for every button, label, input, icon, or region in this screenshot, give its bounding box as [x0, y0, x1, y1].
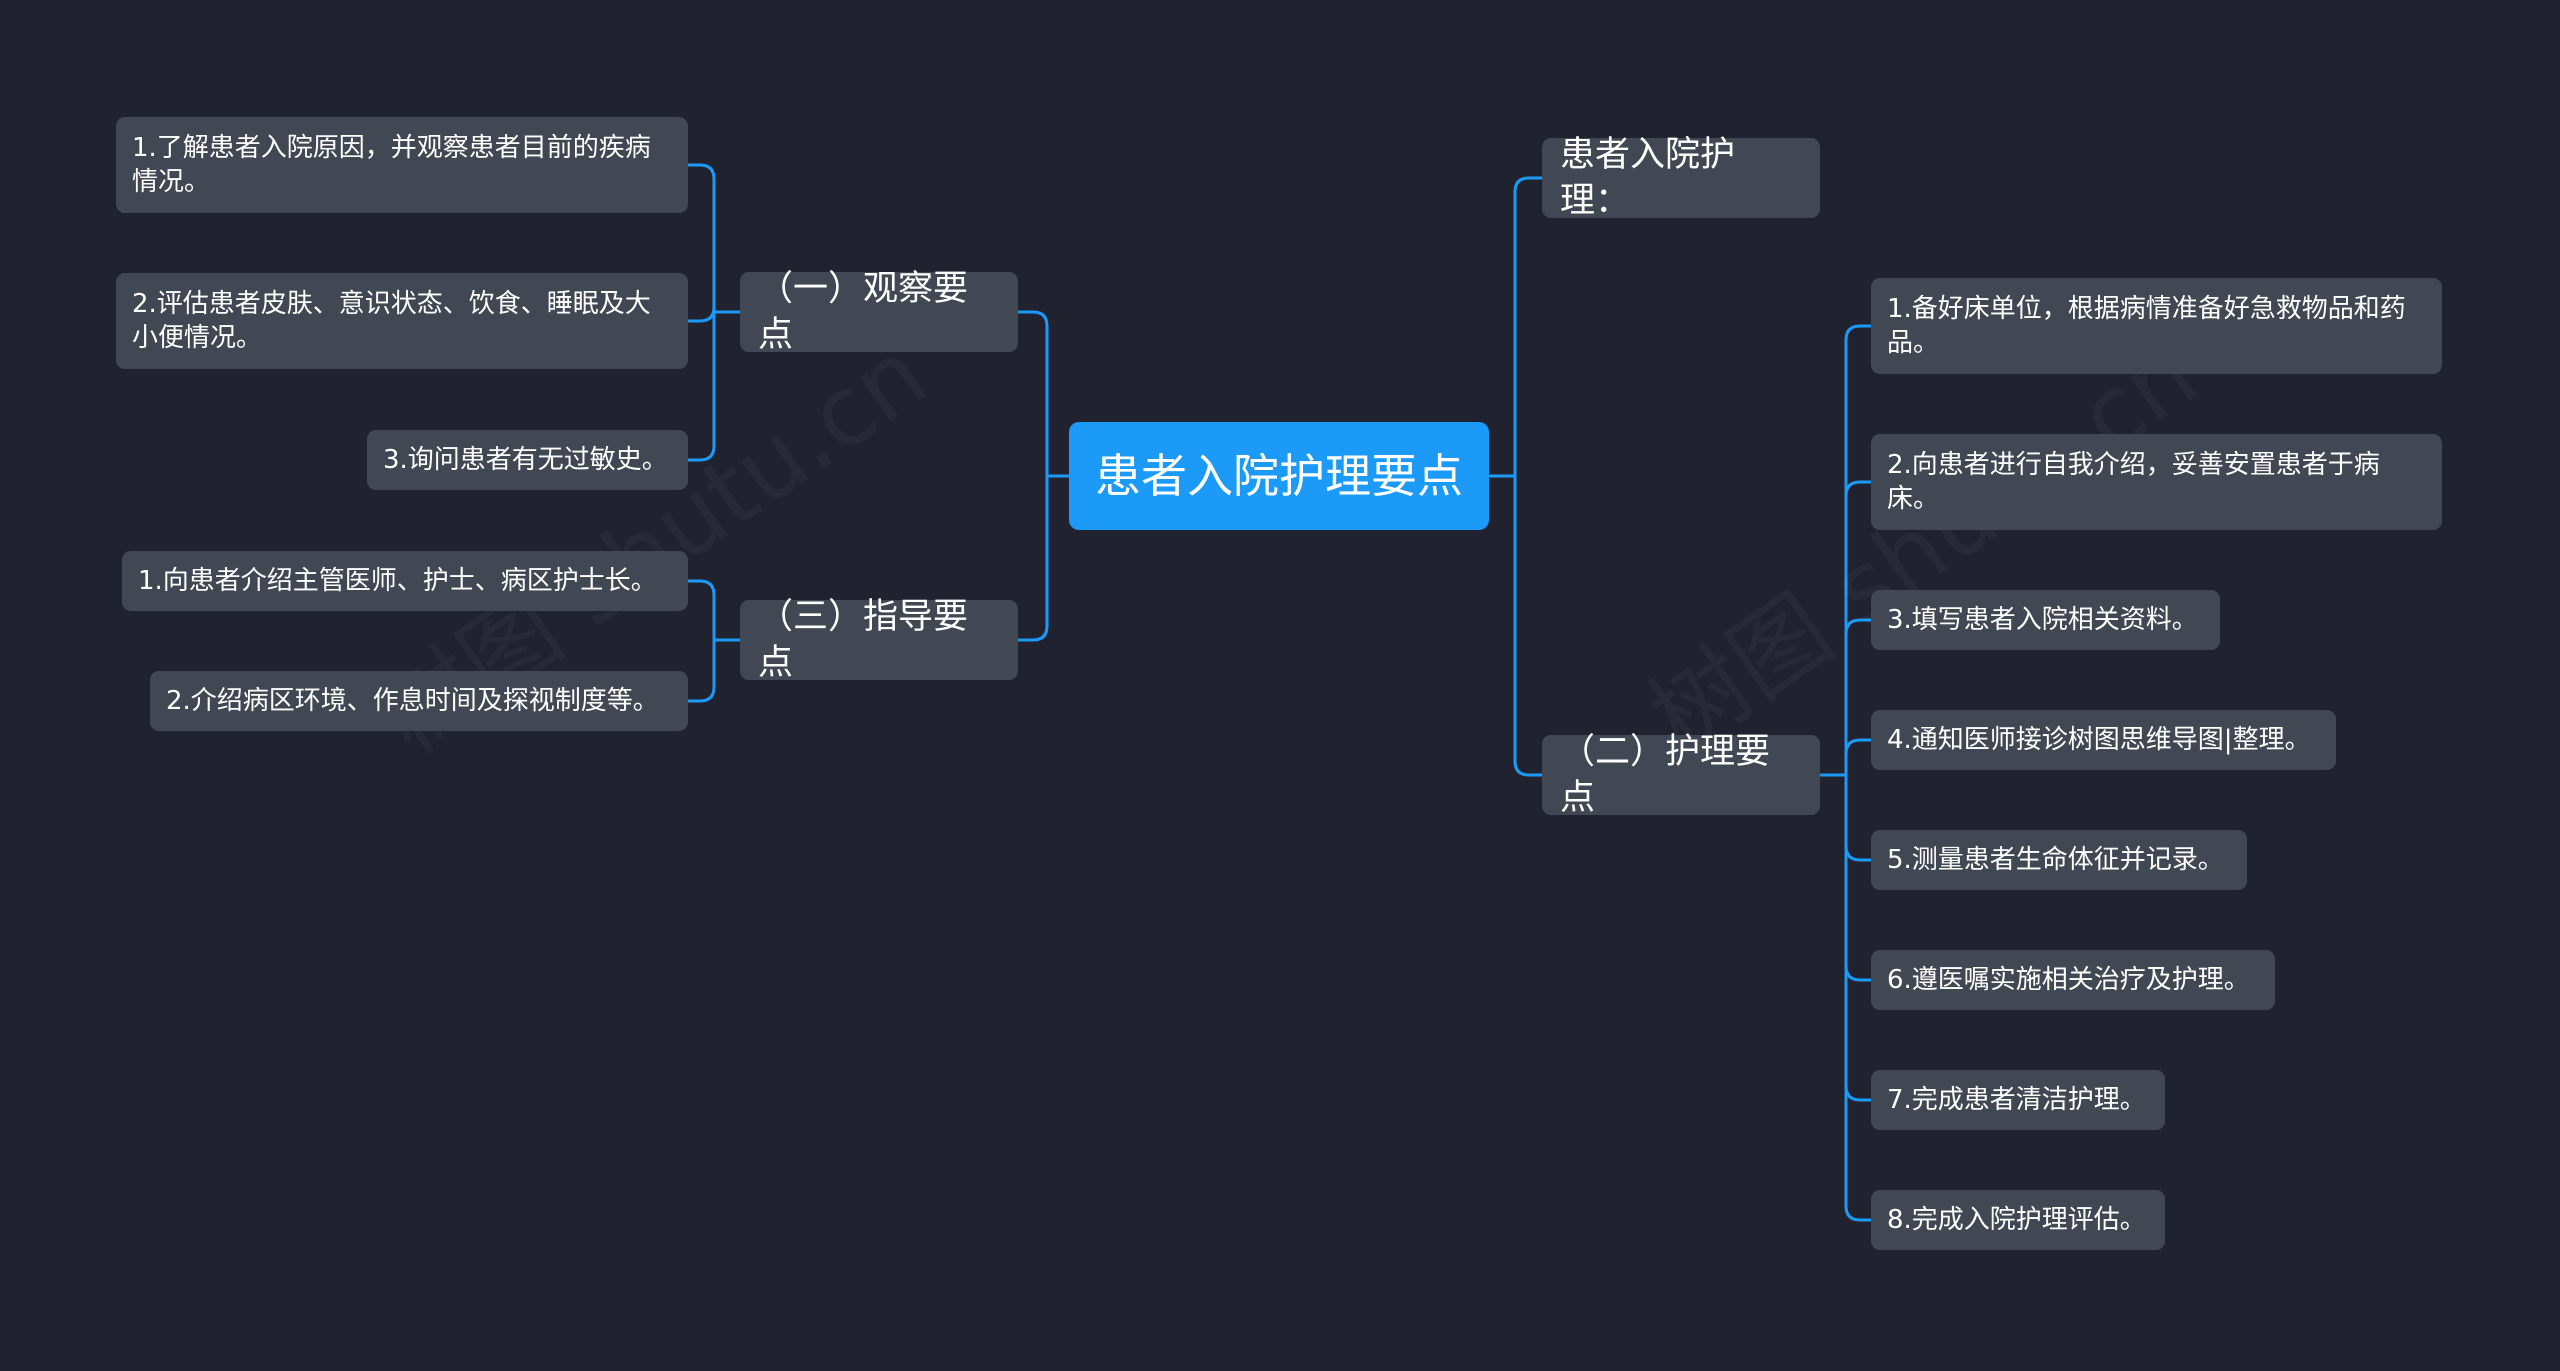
connector-line: [1820, 324, 1871, 777]
connector-line: [1489, 474, 1542, 777]
connector-line: [1018, 474, 1069, 642]
leaf-node[interactable]: 2.向患者进行自我介绍，妥善安置患者于病床。: [1871, 434, 2442, 530]
branch-node-nursing[interactable]: （二）护理要点: [1542, 732, 1820, 818]
root-label: 患者入院护理要点: [1095, 448, 1463, 503]
leaf-node[interactable]: 2.评估患者皮肤、意识状态、饮食、睡眠及大小便情况。: [116, 273, 688, 369]
leaf-node[interactable]: 3.询问患者有无过敏史。: [367, 430, 688, 490]
connector-line: [688, 579, 740, 642]
branch-label: 患者入院护理：: [1560, 134, 1736, 221]
connector-line: [1489, 176, 1542, 478]
leaf-label: 1.了解患者入院原因，并观察患者目前的疾病情况。: [132, 132, 651, 197]
connector-line: [688, 310, 740, 462]
branch-node-admission-nursing[interactable]: 患者入院护理：: [1542, 135, 1820, 221]
leaf-label: 2.评估患者皮肤、意识状态、饮食、睡眠及大小便情况。: [132, 288, 651, 353]
branch-node-observation[interactable]: （一）观察要点: [740, 269, 1018, 355]
leaf-label: 3.填写患者入院相关资料。: [1887, 604, 2198, 635]
leaf-node[interactable]: 2.介绍病区环境、作息时间及探视制度等。: [150, 671, 688, 731]
leaf-node[interactable]: 1.了解患者入院原因，并观察患者目前的疾病情况。: [116, 117, 688, 213]
connector-line: [688, 638, 740, 703]
leaf-node[interactable]: 5.测量患者生命体征并记录。: [1871, 830, 2247, 890]
connector-line: [1820, 480, 1871, 777]
branch-label: （三）指导要点: [758, 596, 969, 683]
leaf-label: 5.测量患者生命体征并记录。: [1887, 844, 2224, 875]
leaf-node[interactable]: 8.完成入院护理评估。: [1871, 1190, 2165, 1250]
connector-line: [688, 163, 740, 314]
leaf-node[interactable]: 1.备好床单位，根据病情准备好急救物品和药品。: [1871, 278, 2442, 374]
connector-line: [1018, 310, 1069, 478]
leaf-node[interactable]: 6.遵医嘱实施相关治疗及护理。: [1871, 950, 2275, 1010]
branch-label: （一）观察要点: [758, 268, 969, 355]
leaf-label: 6.遵医嘱实施相关治疗及护理。: [1887, 964, 2250, 995]
leaf-label: 2.介绍病区环境、作息时间及探视制度等。: [166, 685, 659, 716]
leaf-label: 1.向患者介绍主管医师、护士、病区护士长。: [138, 565, 657, 596]
leaf-label: 8.完成入院护理评估。: [1887, 1204, 2146, 1235]
branch-label: （二）护理要点: [1560, 731, 1771, 818]
root-node[interactable]: 患者入院护理要点: [1069, 422, 1489, 530]
leaf-label: 2.向患者进行自我介绍，妥善安置患者于病床。: [1887, 449, 2380, 514]
leaf-label: 4.通知医师接诊树图思维导图|整理。: [1887, 724, 2311, 755]
branch-node-guidance[interactable]: （三）指导要点: [740, 597, 1018, 683]
leaf-label: 1.备好床单位，根据病情准备好急救物品和药品。: [1887, 293, 2406, 358]
connector-line: [1820, 738, 1871, 777]
leaf-label: 7.完成患者清洁护理。: [1887, 1084, 2146, 1115]
connector-line: [688, 306, 740, 323]
leaf-label: 3.询问患者有无过敏史。: [383, 444, 668, 475]
connector-line: [1820, 618, 1871, 777]
leaf-node[interactable]: 1.向患者介绍主管医师、护士、病区护士长。: [122, 551, 688, 611]
leaf-node[interactable]: 4.通知医师接诊树图思维导图|整理。: [1871, 710, 2336, 770]
leaf-node[interactable]: 3.填写患者入院相关资料。: [1871, 590, 2220, 650]
connector-line: [1820, 773, 1871, 1222]
leaf-node[interactable]: 7.完成患者清洁护理。: [1871, 1070, 2165, 1130]
